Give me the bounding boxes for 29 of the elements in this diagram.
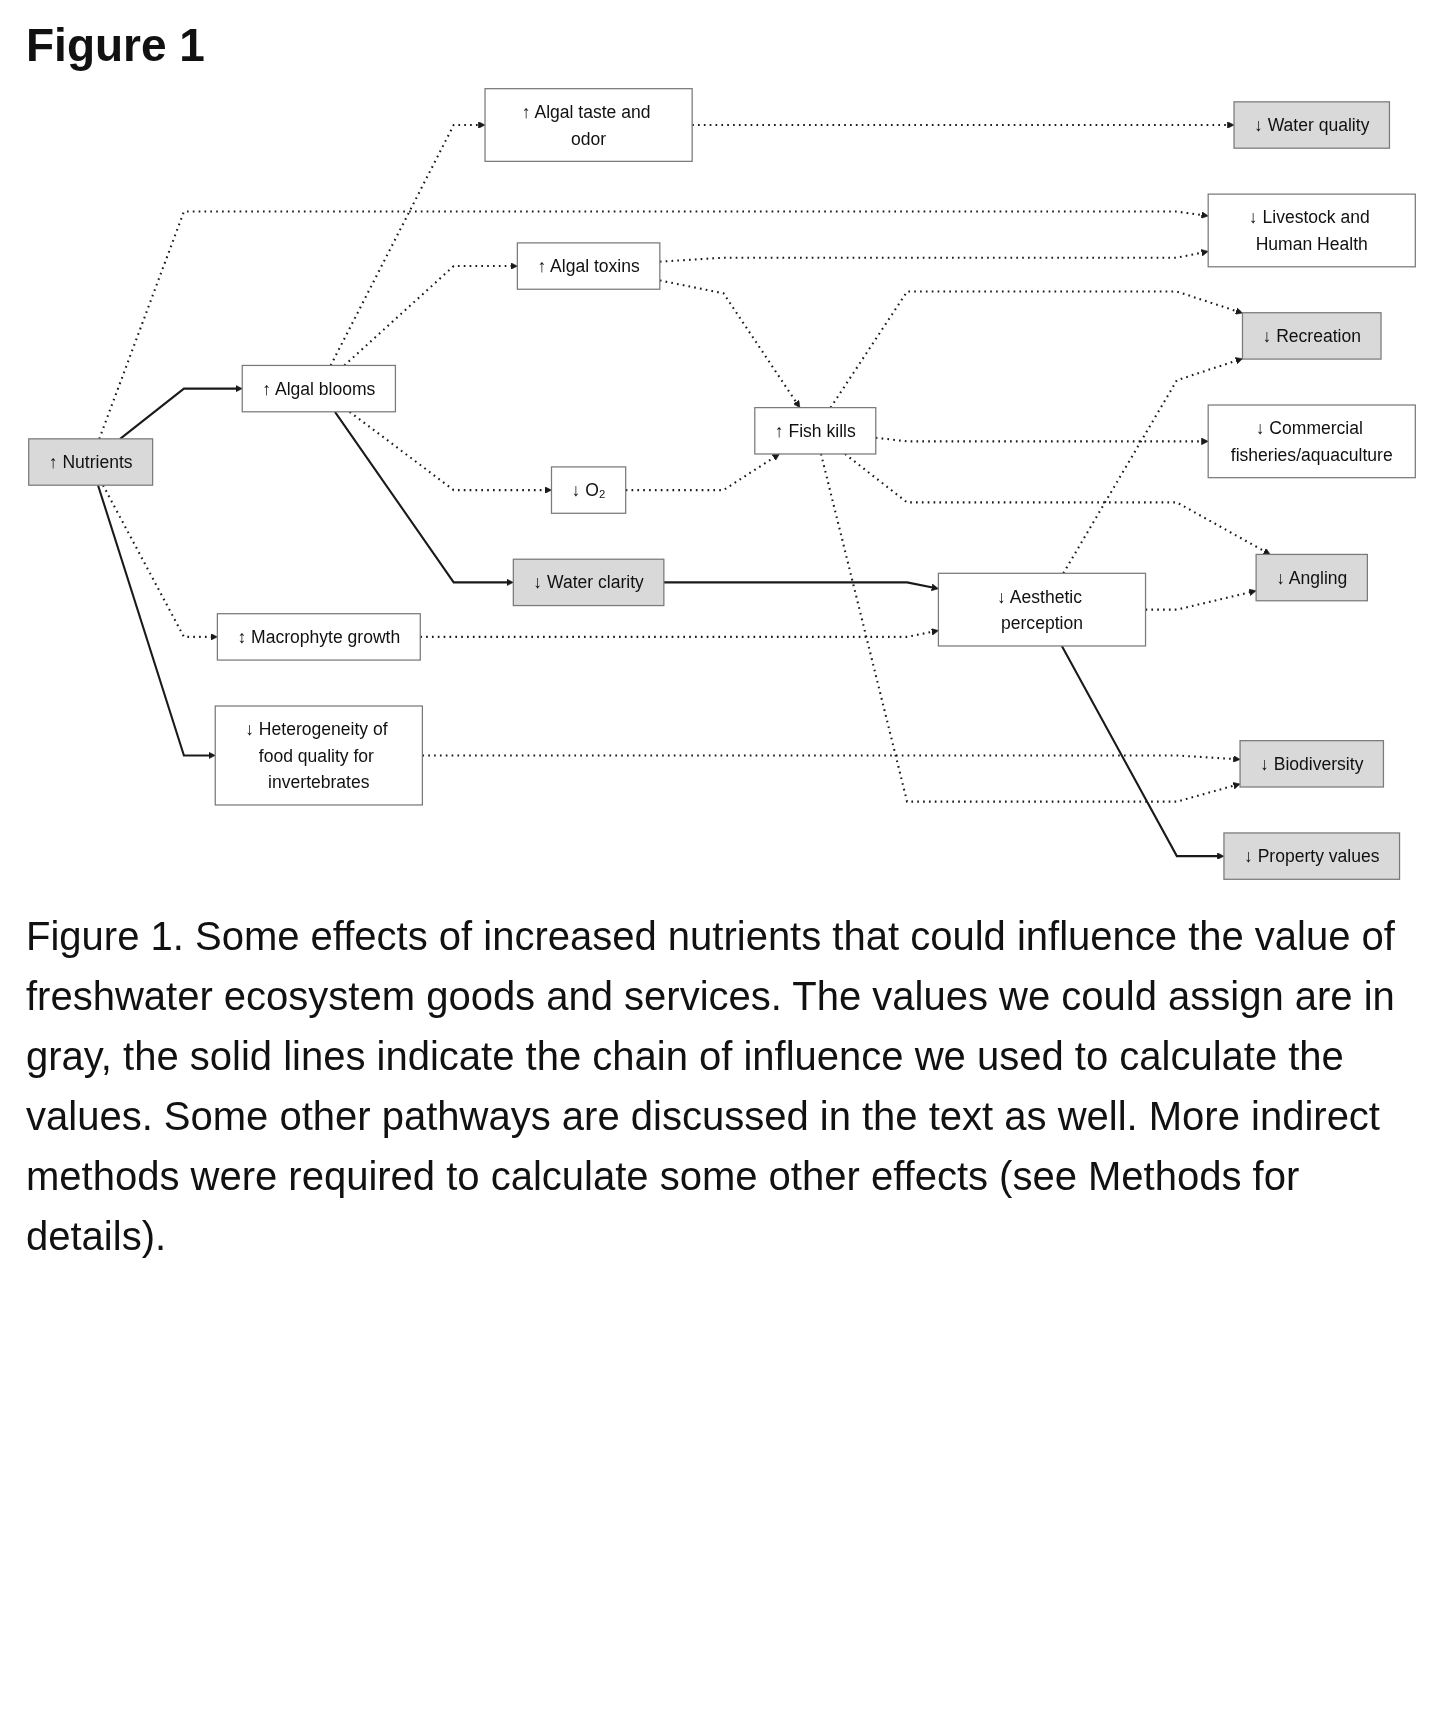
node-box: ↓ Angling — [1254, 553, 1368, 602]
node-box: ↓ Property values — [1222, 832, 1400, 880]
arrow — [843, 453, 1270, 555]
node-box: ↑ Fish kills — [753, 407, 876, 455]
node-box: ↕ Macrophyte growth — [216, 613, 421, 661]
figure-caption: Figure 1. Some effects of increased nutrients that could influence the value of freshwater ecosystem goods and services. The values we could assign are in gray, the solid lines indicate the chain of influence we used to calculate the values. Some other pathways are discussed in the text as well. More indirect methods were required to calculate some other effects (see Methods for details). — [26, 913, 1396, 1260]
node-box: ↓ Water quality — [1232, 101, 1390, 149]
node-box: ↓ Water clarity — [512, 558, 664, 607]
figure-title: Figure 1 — [26, 18, 205, 72]
node-box: ↑ Algal taste and odor — [483, 88, 693, 162]
node-box: ↓ Commercial fisheries/aquaculture — [1207, 404, 1416, 479]
node-box: ↓ Heterogeneity of food quality for invertebrates — [214, 705, 423, 806]
arrow — [819, 453, 1240, 803]
arrow — [348, 410, 552, 494]
arrow — [421, 754, 1240, 763]
arrow — [829, 290, 1243, 409]
arrow — [1061, 357, 1243, 574]
arrow — [97, 210, 1208, 440]
arrow — [1060, 645, 1224, 860]
node-box: ↓ Livestock and Human Health — [1207, 193, 1416, 268]
arrow — [329, 121, 485, 366]
node-box: ↓ Aesthetic perception — [937, 572, 1146, 647]
node-box: ↑ Nutrients — [27, 438, 153, 486]
node-box: ↓ O₂ — [550, 466, 626, 514]
node-box: ↓ Recreation — [1241, 312, 1382, 360]
arrow — [96, 484, 216, 760]
node-box: ↓ Biodiversity — [1238, 740, 1384, 788]
node-box: ↑ Algal blooms — [241, 364, 396, 413]
node-box: ↑ Algal toxins — [516, 242, 660, 290]
